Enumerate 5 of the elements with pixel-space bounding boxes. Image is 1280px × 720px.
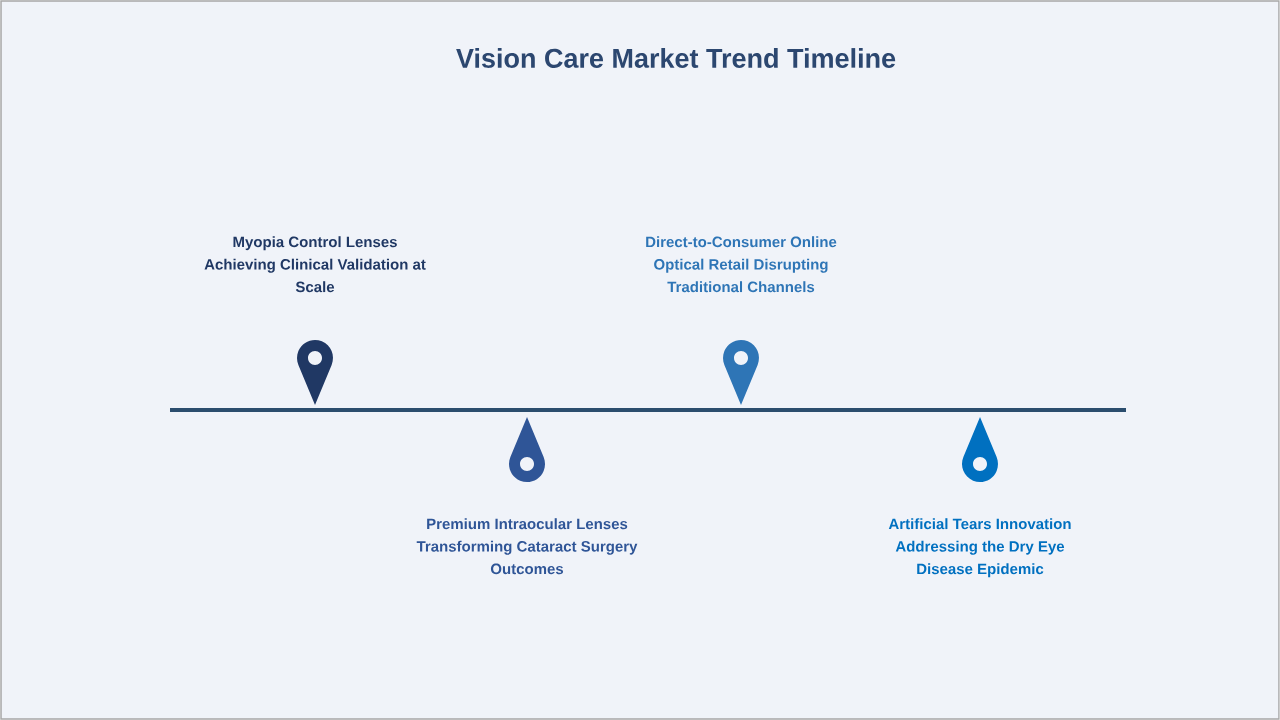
- title: Vision Care Market Trend Timeline: [456, 48, 896, 68]
- milestone-text: Myopia Control Lenses Achieving Clinical Validation at Scale: [204, 236, 426, 293]
- milestone-text: Premium Intraocular Lenses Transforming Cataract Surgery Outcomes: [416, 518, 638, 575]
- milestone-text: Artificial Tears Innovation Addressing the Dry Eye Disease Epidemic: [888, 518, 1071, 578]
- milestone-text: Direct-to-Consumer Online Optical Retail Disrupting Traditional Channels: [646, 236, 837, 293]
